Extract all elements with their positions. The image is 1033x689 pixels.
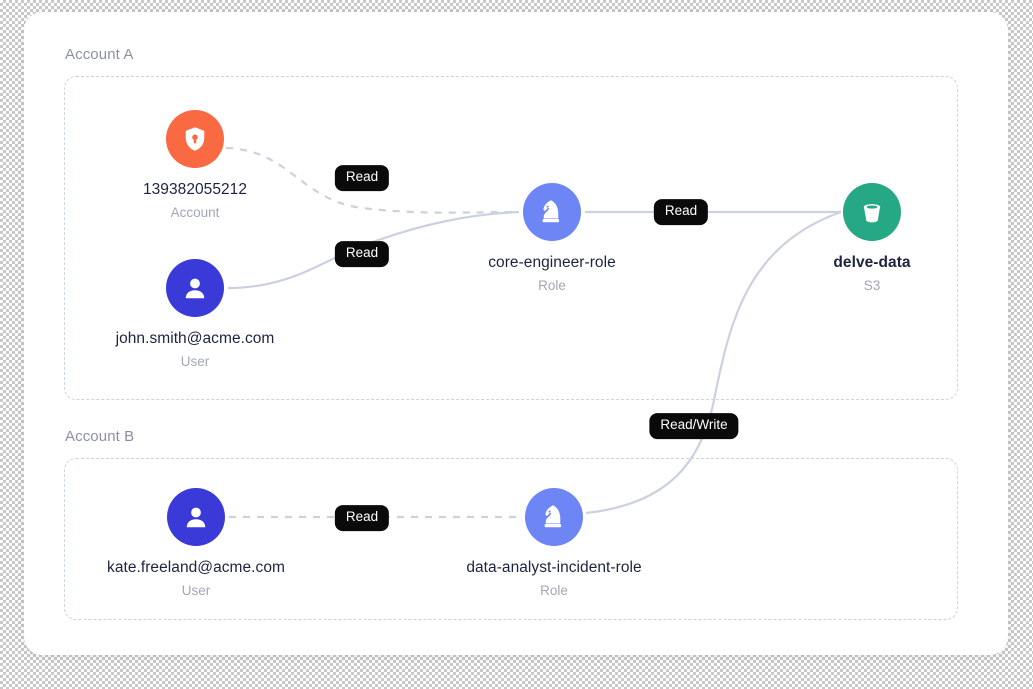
user-icon [166,259,224,317]
bucket-icon [843,183,901,241]
node-subtitle: Account [170,205,220,220]
node-title: core-engineer-role [488,254,616,271]
group-box-account-a [64,76,958,400]
node-title: delve-data [833,254,911,271]
group-label-account-a: Account A [65,46,134,63]
node-title: 139382055212 [142,181,248,198]
node-subtitle: Role [538,278,566,293]
edge-label-analyst-role-to-s3[interactable]: Read/Write [649,413,739,439]
node-role-data-analyst-incident[interactable]: data-analyst-incident-role Role [424,488,684,598]
user-icon [167,488,225,546]
node-subtitle: User [180,354,210,369]
node-title: john.smith@acme.com [115,330,275,347]
node-user-john-smith[interactable]: john.smith@acme.com User [65,259,325,369]
node-title: data-analyst-incident-role [466,559,642,576]
group-box-account-b [64,458,958,620]
node-user-kate-freeland[interactable]: kate.freeland@acme.com User [66,488,326,598]
group-label-account-b: Account B [65,428,135,445]
edge-label-core-role-to-s3[interactable]: Read [653,199,709,225]
edge-label-john-to-core-role[interactable]: Read [334,241,390,267]
node-subtitle: Role [540,583,568,598]
chess-knight-icon [523,183,581,241]
node-s3-delve-data[interactable]: delve-data S3 [742,183,1002,293]
node-account[interactable]: 139382055212 Account [65,110,325,220]
node-role-core-engineer[interactable]: core-engineer-role Role [422,183,682,293]
node-subtitle: User [181,583,211,598]
node-title: kate.freeland@acme.com [107,559,285,576]
edge-label-account-to-core-role[interactable]: Read [334,165,390,191]
chess-knight-icon [525,488,583,546]
edge-label-kate-to-analyst-role[interactable]: Read [334,505,390,531]
shield-lock-icon [166,110,224,168]
node-subtitle: S3 [863,278,881,293]
